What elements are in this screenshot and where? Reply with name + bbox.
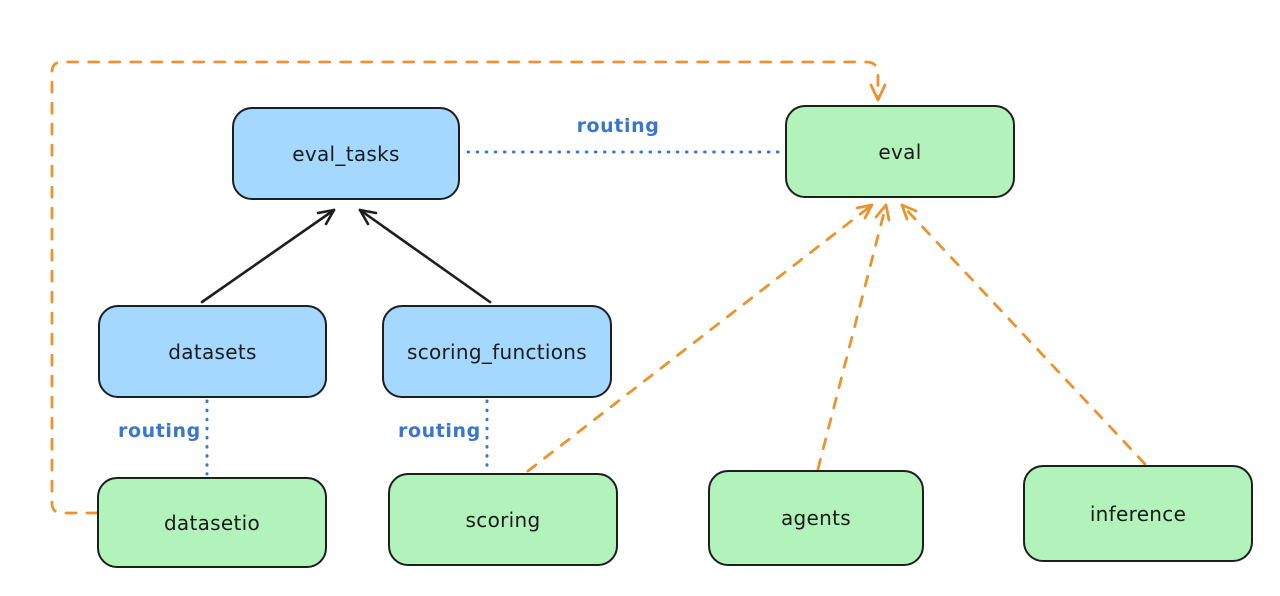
edge-scoring-to-eval <box>526 203 874 473</box>
node-inference-label: inference <box>1089 501 1187 526</box>
node-datasets: datasets <box>98 305 327 398</box>
edge-agents-to-eval <box>816 203 891 471</box>
edge-datasetio-to-eval <box>50 60 887 515</box>
node-eval-tasks: eval_tasks <box>232 107 460 200</box>
arrowhead <box>900 203 918 221</box>
node-scoring-functions: scoring_functions <box>382 305 612 398</box>
node-datasetio-label: datasetio <box>163 510 261 535</box>
arrowhead <box>874 203 891 222</box>
node-eval: eval <box>785 105 1015 198</box>
node-eval-tasks-label: eval_tasks <box>292 141 400 166</box>
node-eval-label: eval <box>878 139 922 164</box>
edge-label-routing-datasets-datasetio: routing <box>118 420 201 442</box>
node-agents: agents <box>708 470 924 566</box>
arrowhead <box>869 83 887 102</box>
edge-datasets-to-eval-tasks <box>200 208 336 304</box>
arrowhead <box>358 208 378 226</box>
node-agents-label: agents <box>781 506 851 530</box>
arrowhead <box>855 203 874 220</box>
edge-scoring-functions-to-eval-tasks <box>358 208 492 304</box>
node-scoring-label: scoring <box>465 507 541 532</box>
node-scoring: scoring <box>388 473 618 566</box>
node-datasets-label: datasets <box>168 339 257 364</box>
edge-label-routing-eval-tasks-eval: routing <box>576 115 660 137</box>
edge-inference-to-eval <box>900 203 1147 466</box>
node-datasetio: datasetio <box>97 477 327 568</box>
edge-label-routing-scoring-functions-scoring: routing <box>398 420 481 442</box>
node-scoring-functions-label: scoring_functions <box>406 339 588 364</box>
node-inference: inference <box>1023 465 1253 562</box>
arrowhead <box>316 208 336 226</box>
